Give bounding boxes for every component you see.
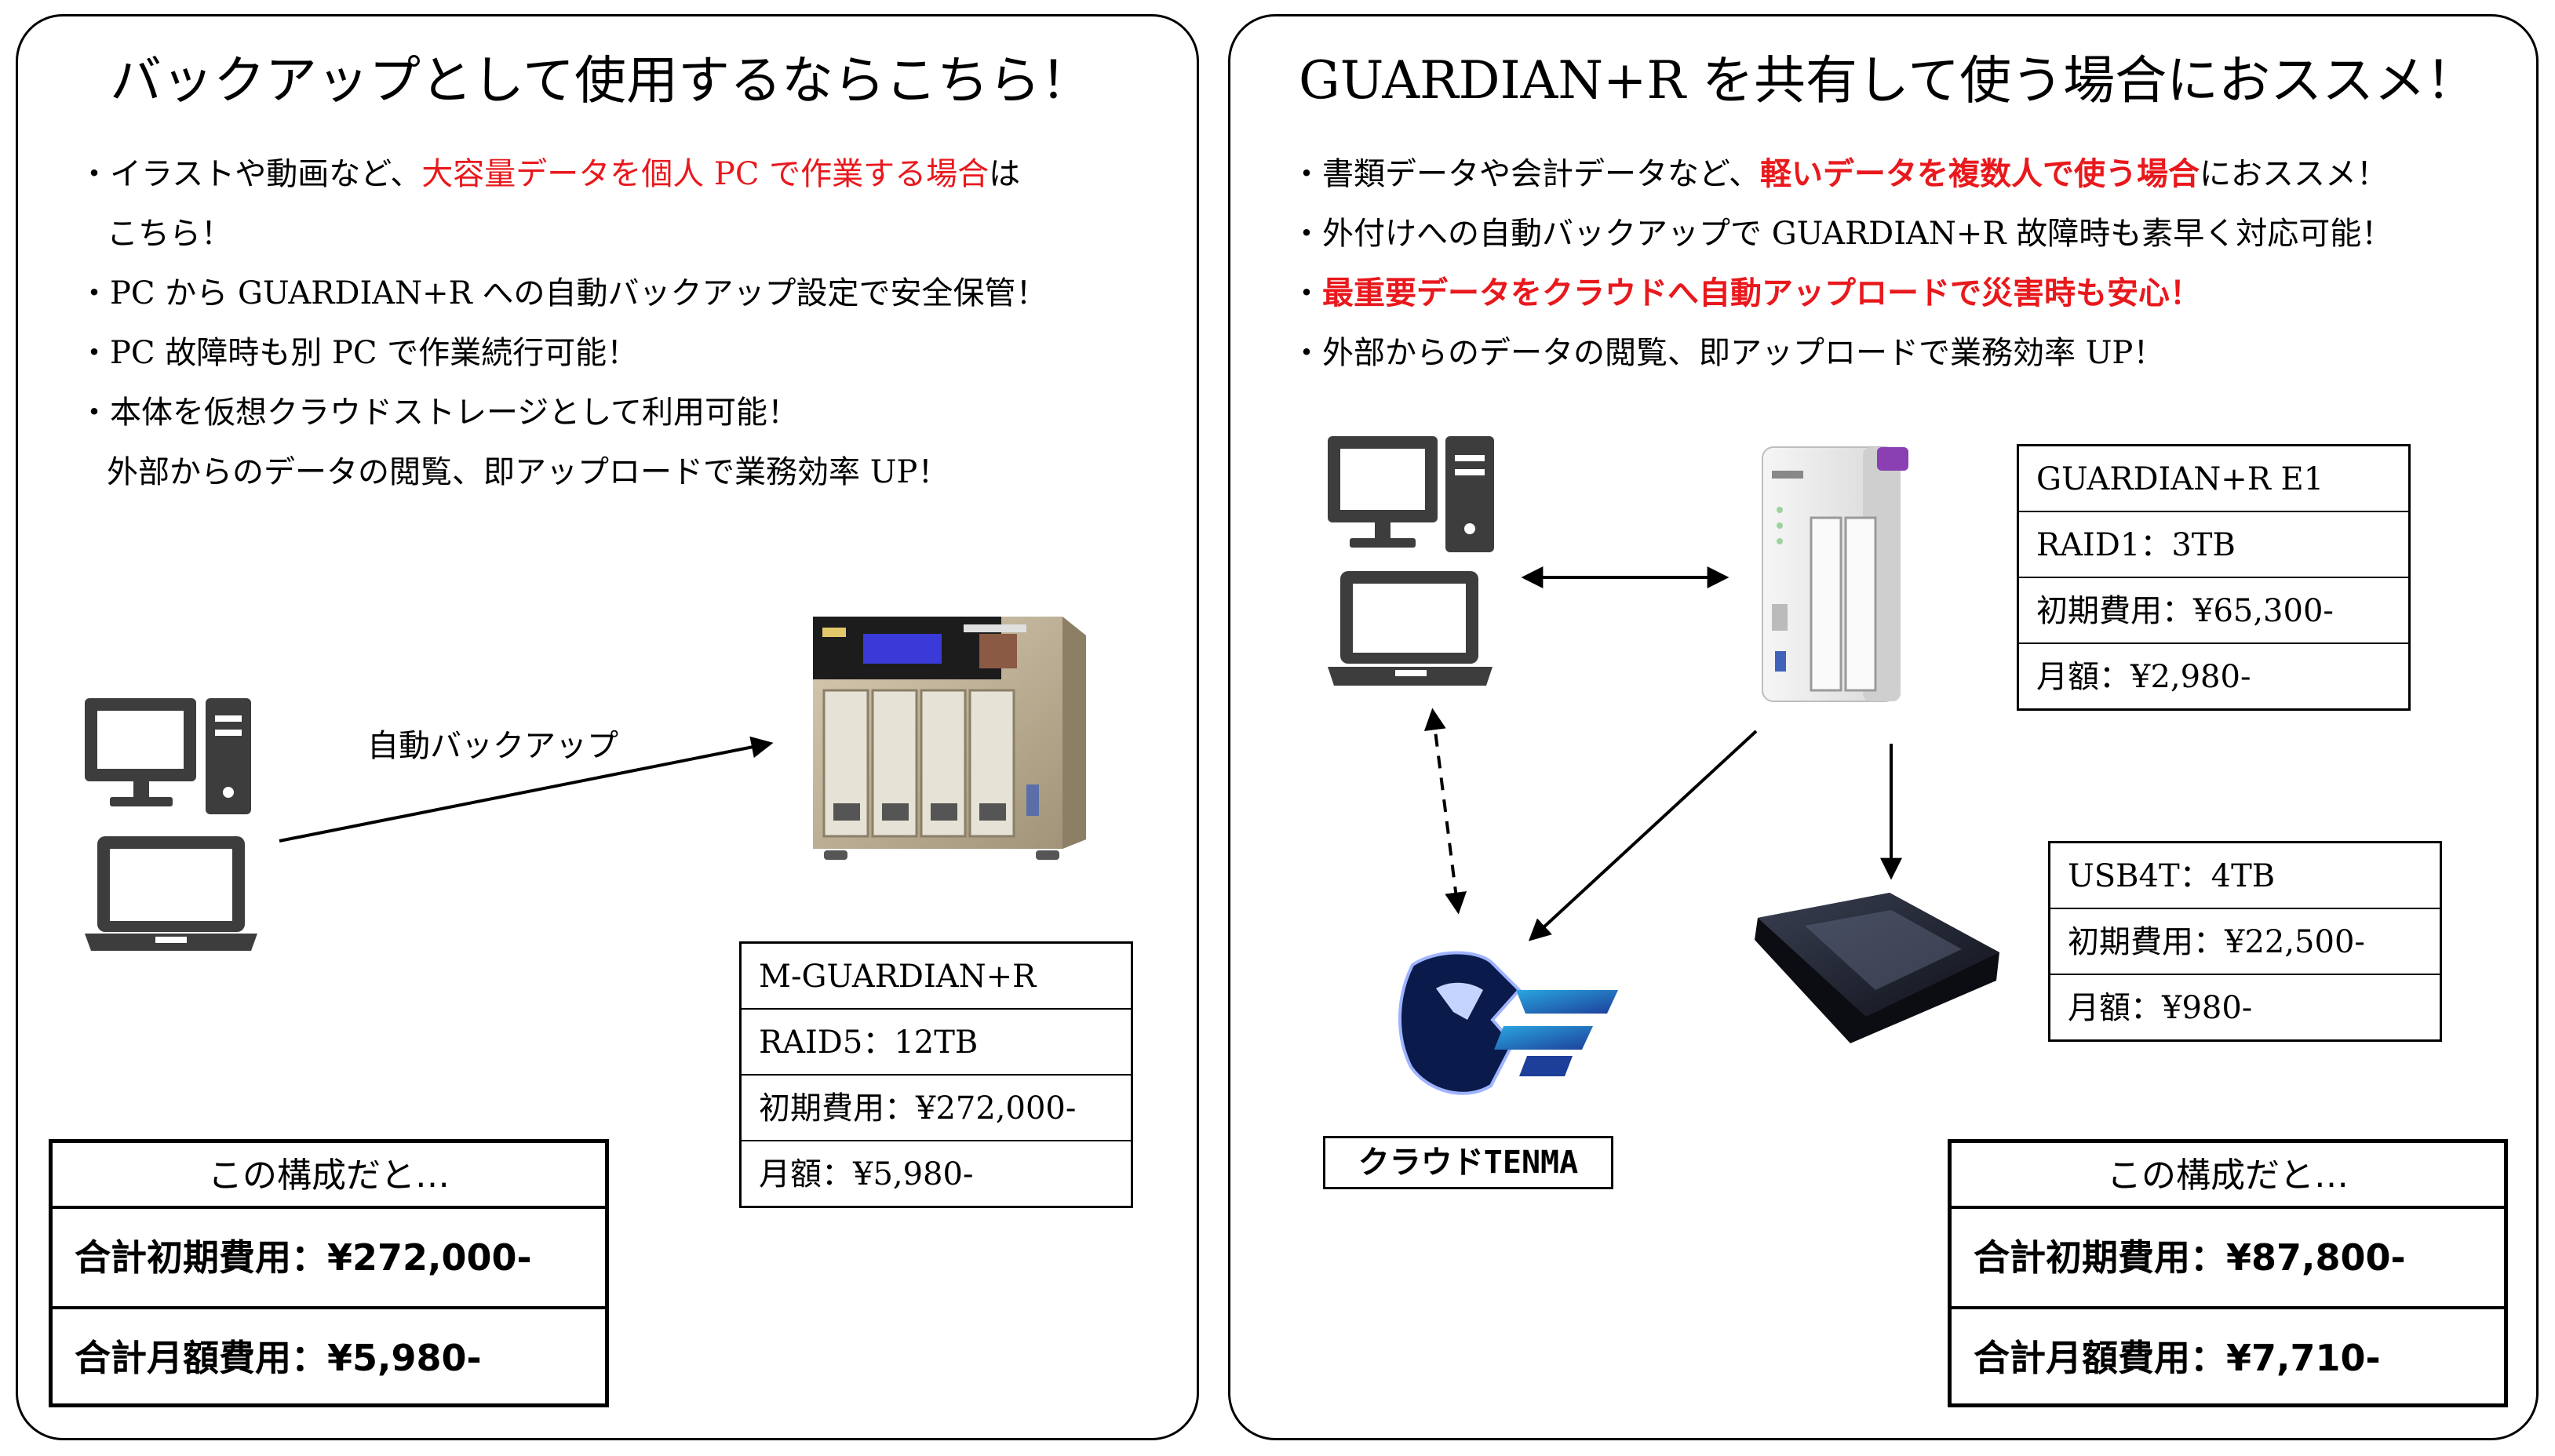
right-total-initial: 合計初期費用：¥87,800-: [1974, 1236, 2406, 1279]
desktop-pc-icon: [1328, 436, 1494, 552]
left-total-header: この構成だと…: [53, 1143, 605, 1209]
usb-spec-initial: 初期費用：¥22,500-: [2050, 909, 2440, 975]
right-total-box: この構成だと… 合計初期費用：¥87,800- 合計月額費用：¥7,710-: [1948, 1139, 2508, 1407]
left-total-initial: 合計初期費用：¥272,000-: [75, 1236, 532, 1279]
nas-spec-monthly: 月額：¥2,980-: [2036, 659, 2251, 695]
right-bullet-1-highlight: 軽いデータを複数人で使う場合: [1760, 155, 2200, 192]
left-total-monthly: 合計月額費用：¥5,980-: [53, 1306, 605, 1407]
left-total-box: この構成だと… 合計初期費用：¥272,000- 合計月額費用：¥5,980-: [49, 1139, 609, 1407]
usb-spec-monthly: 月額：¥980-: [2068, 990, 2253, 1026]
nas-spec-table: GUARDIAN+R E1 RAID1：3TB 初期費用：¥65,300- 月額…: [2017, 444, 2411, 711]
nas-spec-initial: 初期費用：¥65,300-: [2019, 578, 2408, 644]
external-hdd-icon: [1755, 893, 1999, 1043]
nas-spec-raid: RAID1：3TB: [2019, 512, 2408, 578]
right-title: GUARDIAN+R を共有して使う場合におススメ！: [1299, 50, 2478, 111]
right-bullet-4: ・外部からのデータの閲覧、即アップロードで業務効率 UP！: [1291, 335, 2165, 371]
right-bullet-1: ・書類データや会計データなど、軽いデータを複数人で使う場合におススメ！: [1291, 144, 2393, 204]
left-bullet-4-continued: 外部からのデータの閲覧、即アップロードで業務効率 UP！: [107, 454, 949, 490]
nas-2bay-icon: [1762, 446, 1908, 702]
left-bullet-4: ・本体を仮想クラウドストレージとして利用可能！: [78, 395, 799, 431]
auto-backup-arrow: [279, 736, 774, 843]
right-bullet-list: ・書類データや会計データなど、軽いデータを複数人で使う場合におススメ！ ・外付け…: [1291, 144, 2393, 383]
left-bullet-3: ・PC 故障時も別 PC で作業続行可能！: [78, 335, 639, 371]
right-bullet-2: ・外付けへの自動バックアップで GUARDIAN+R 故障時も素早く対応可能！: [1291, 216, 2393, 252]
nas-4bay-icon: [813, 617, 1086, 860]
right-bullet-3-highlight: 最重要データをクラウドへ自動アップロードで災害時も安心！: [1322, 275, 2201, 311]
cloud-tenma-label: クラウドTENMA: [1323, 1136, 1613, 1189]
left-title: バックアップとして使用するならこちら！: [110, 50, 1093, 111]
laptop-icon: [1328, 571, 1493, 686]
left-spec-initial: 初期費用：¥272,000-: [742, 1076, 1131, 1141]
left-spec-monthly: 月額：¥5,980-: [759, 1156, 974, 1192]
nas-spec-name: GUARDIAN+R E1: [2019, 446, 2408, 512]
cloud-tenma-logo: [1398, 951, 1618, 1095]
left-bullet-1-highlight: 大容量データを個人 PC で作業する場合: [421, 156, 990, 192]
left-bullet-2: ・PC から GUARDIAN+R への自動バックアップ設定で安全保管！: [78, 275, 1048, 311]
left-bullet-1-continued: こちら！: [107, 216, 232, 252]
usb-spec-table: USB4T：4TB 初期費用：¥22,500- 月額：¥980-: [2048, 841, 2442, 1042]
left-spec-name: M-GUARDIAN+R: [742, 944, 1131, 1010]
right-bullet-1-text: ・書類データや会計データなど、: [1291, 156, 1760, 192]
left-bullet-1-text: ・イラストや動画など、: [78, 156, 422, 192]
right-total-header: この構成だと…: [1952, 1143, 2504, 1209]
pc-cloud-dashed-arrow: [1423, 708, 1467, 915]
left-spec-raid: RAID5：12TB: [742, 1010, 1131, 1076]
usb-spec-name: USB4T：4TB: [2050, 843, 2440, 909]
nas-cloud-arrow: [1528, 730, 1758, 941]
right-bullet-3: ・最重要データをクラウドへ自動アップロードで災害時も安心！: [1291, 264, 2393, 323]
left-spec-table: M-GUARDIAN+R RAID5：12TB 初期費用：¥272,000- 月…: [739, 941, 1133, 1208]
left-bullet-1-tail: は: [989, 156, 1021, 192]
desktop-pc-icon: [85, 698, 251, 814]
right-bullet-3-dot: ・: [1291, 275, 1322, 311]
right-total-monthly: 合計月額費用：¥7,710-: [1952, 1306, 2504, 1407]
auto-backup-label: 自動バックアップ: [367, 728, 618, 764]
left-bullet-1: ・イラストや動画など、大容量データを個人 PC で作業する場合は: [78, 144, 1048, 204]
left-bullet-list: ・イラストや動画など、大容量データを個人 PC で作業する場合は こちら！ ・P…: [78, 144, 1048, 502]
laptop-icon: [85, 836, 257, 951]
right-bullet-1-tail: におススメ！: [2200, 156, 2388, 192]
